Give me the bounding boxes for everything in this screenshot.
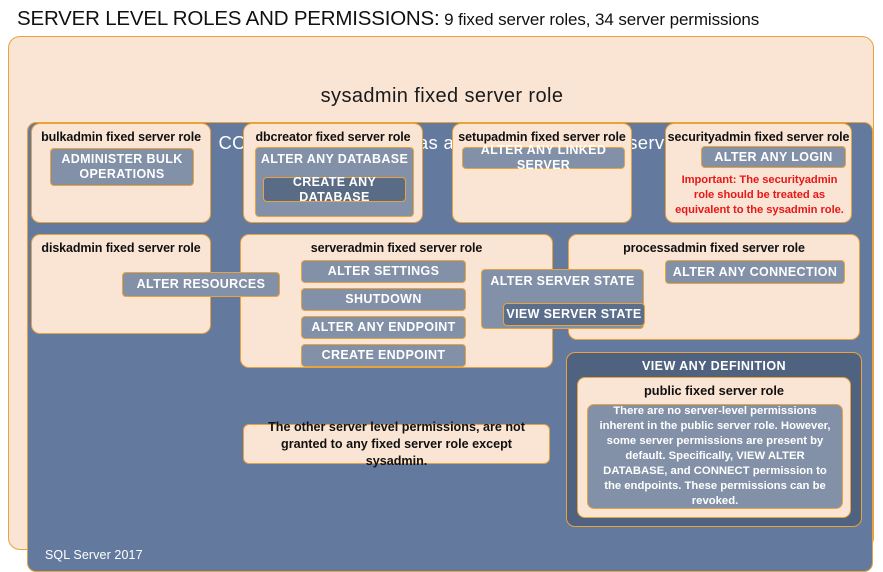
role-title-bulkadmin: bulkadmin fixed server role bbox=[41, 130, 201, 144]
role-card-securityadmin: securityadmin fixed server role ALTER AN… bbox=[665, 123, 852, 223]
role-card-bulkadmin: bulkadmin fixed server role ADMINISTER B… bbox=[31, 123, 211, 223]
permission-alter-settings: ALTER SETTINGS bbox=[301, 260, 466, 283]
page-title: SERVER LEVEL ROLES AND PERMISSIONS: 9 fi… bbox=[17, 7, 867, 33]
role-card-diskadmin: diskadmin fixed server role bbox=[31, 234, 211, 334]
role-title-dbcreator: dbcreator fixed server role bbox=[255, 130, 411, 144]
role-title-public: public fixed server role bbox=[643, 383, 785, 398]
securityadmin-warning-note: Important: The securityadmin role should… bbox=[675, 174, 844, 217]
permission-view-server-state: VIEW SERVER STATE bbox=[503, 303, 645, 326]
page-title-sub: 9 fixed server roles, 34 server permissi… bbox=[439, 10, 760, 29]
role-title-setupadmin: setupadmin fixed server role bbox=[458, 130, 626, 144]
role-title-diskadmin: diskadmin fixed server role bbox=[41, 241, 201, 255]
permission-alter-any-connection: ALTER ANY CONNECTION bbox=[665, 260, 845, 284]
role-title-securityadmin: securityadmin fixed server role bbox=[667, 130, 850, 144]
permission-alter-any-login: ALTER ANY LOGIN bbox=[701, 146, 846, 168]
role-title-serveradmin: serveradmin fixed server role bbox=[310, 241, 483, 255]
diagram-canvas: SERVER LEVEL ROLES AND PERMISSIONS: 9 fi… bbox=[8, 7, 874, 572]
public-role-description: There are no server-level permissions in… bbox=[587, 404, 843, 509]
role-card-dbcreator: dbcreator fixed server role ALTER ANY DA… bbox=[243, 123, 423, 223]
permission-alter-resources: ALTER RESOURCES bbox=[122, 272, 280, 297]
permission-alter-server-state-label: ALTER SERVER STATE bbox=[490, 274, 635, 288]
role-card-public: public fixed server role There are no se… bbox=[577, 377, 851, 518]
permission-view-any-definition: VIEW ANY DEFINITION bbox=[641, 359, 787, 373]
permission-alter-any-endpoint: ALTER ANY ENDPOINT bbox=[301, 316, 466, 339]
permission-alter-any-database-label: ALTER ANY DATABASE bbox=[260, 152, 409, 166]
sql-server-version-label: SQL Server 2017 bbox=[45, 548, 143, 562]
permission-shutdown: SHUTDOWN bbox=[301, 288, 466, 311]
permission-alter-any-linked-server: ALTER ANY LINKED SERVER bbox=[462, 143, 625, 172]
sysadmin-role-label: sysadmin fixed server role bbox=[320, 85, 564, 107]
role-card-serveradmin: serveradmin fixed server role ALTER SETT… bbox=[240, 234, 553, 368]
permission-administer-bulk-operations: ADMINISTER BULK OPERATIONS bbox=[50, 148, 194, 186]
page-title-main: SERVER LEVEL ROLES AND PERMISSIONS: bbox=[17, 7, 440, 30]
permission-create-any-database: CREATE ANY DATABASE bbox=[263, 175, 406, 204]
role-card-setupadmin: setupadmin fixed server role ALTER ANY L… bbox=[452, 123, 632, 223]
other-permissions-note: The other server level permissions, are … bbox=[243, 420, 550, 468]
view-any-definition-group: VIEW ANY DEFINITION public fixed server … bbox=[566, 352, 862, 527]
role-title-processadmin: processadmin fixed server role bbox=[623, 241, 805, 255]
permission-create-endpoint: CREATE ENDPOINT bbox=[301, 344, 466, 367]
